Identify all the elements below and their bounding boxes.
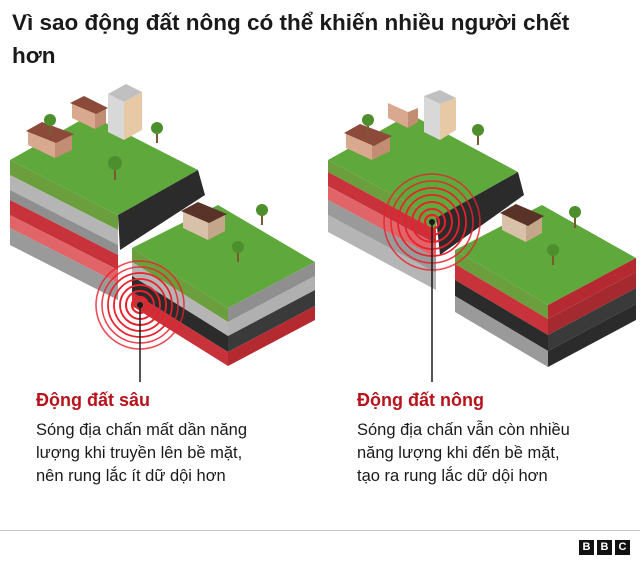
house-icon	[70, 96, 108, 129]
damaged-house-icon	[388, 103, 418, 128]
logo-letter: B	[597, 540, 612, 555]
palm-tree-icon	[362, 114, 374, 135]
deep-earthquake-heading: Động đất sâu	[36, 390, 151, 410]
footer-divider	[0, 530, 640, 531]
shallow-earthquake-description: Sóng địa chấn vẫn còn nhiều năng lượng k…	[357, 419, 570, 488]
palm-tree-icon	[44, 114, 56, 135]
description-line: Sóng địa chấn mất dần năng	[36, 421, 247, 439]
left-block-side	[10, 160, 118, 300]
description-line: nên rung lắc ít dữ dội hơn	[36, 467, 226, 485]
right-block	[132, 205, 315, 366]
palm-tree-icon	[108, 156, 122, 180]
page-title: Vì sao động đất nông có thể khiến nhiều …	[12, 10, 570, 68]
lower-block	[455, 205, 636, 367]
logo-letter: C	[615, 540, 630, 555]
deep-earthquake-description: Sóng địa chấn mất dần năng lượng khi tru…	[36, 419, 247, 488]
palm-tree-icon	[151, 122, 163, 143]
building-icon	[108, 84, 142, 140]
description-line: Sóng địa chấn vẫn còn nhiều	[357, 421, 570, 439]
palm-tree-icon	[569, 206, 581, 228]
house-icon	[26, 122, 74, 158]
palm-tree-icon	[472, 124, 484, 145]
description-line: tạo ra rung lắc dữ dội hơn	[357, 467, 548, 485]
fault-face	[118, 170, 205, 250]
house-icon	[181, 202, 227, 240]
deep-earthquake-diagram	[10, 84, 315, 382]
damaged-building-icon	[424, 90, 456, 140]
palm-tree-icon	[256, 204, 268, 225]
damaged-house-icon	[500, 204, 544, 242]
shallow-earthquake-diagram	[328, 90, 636, 382]
bbc-logo: B B C	[579, 540, 630, 555]
description-line: lượng khi truyền lên bề mặt,	[36, 444, 243, 462]
palm-tree-icon	[547, 244, 559, 265]
palm-tree-icon	[232, 241, 244, 262]
earthquake-illustration	[10, 84, 636, 382]
description-line: năng lượng khi đến bề mặt,	[357, 444, 560, 462]
shallow-earthquake-heading: Động đất nông	[357, 390, 484, 410]
logo-letter: B	[579, 540, 594, 555]
